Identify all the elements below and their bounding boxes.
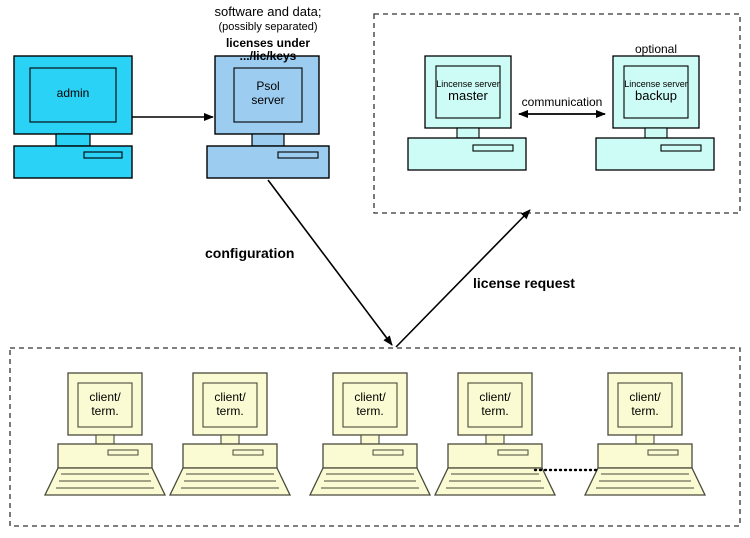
license-server-group-box (373, 13, 741, 214)
node-psol-server-line2: server (251, 92, 285, 107)
node-client-2[interactable] (168, 372, 292, 496)
client-4-line1: client/ (479, 390, 511, 404)
client-2-line1: client/ (214, 390, 246, 404)
edge-label-license-request: license request (473, 275, 575, 291)
edge-psol-to-clients (267, 179, 393, 346)
client-2-line2: term. (216, 403, 244, 418)
node-license-server-master-label: Lincense server master (436, 79, 500, 104)
node-admin-label: admin (56, 86, 90, 100)
node-license-server-backup[interactable] (595, 55, 715, 171)
node-license-server-master-line1: Lincense server (436, 79, 500, 89)
node-client-3-label: client/ term. (354, 390, 386, 419)
node-psol-server-line1: Psol (256, 79, 280, 93)
node-client-4-label: client/ term. (479, 390, 511, 419)
client-1-line2: term. (91, 403, 119, 418)
edge-clients-to-license-servers (395, 209, 531, 348)
node-client-1[interactable] (43, 372, 167, 496)
client-4-line2: term. (481, 403, 509, 418)
edge-label-communication: communication (521, 95, 603, 109)
node-psol-server[interactable] (206, 55, 330, 179)
client-3-line1: client/ (354, 390, 386, 404)
client-5-line2: term. (631, 403, 659, 418)
server-caption-line1: software and data; (214, 4, 322, 19)
node-license-server-backup-line2: backup (635, 88, 677, 104)
node-license-server-master-line2: master (448, 88, 488, 104)
node-client-5-label: client/ term. (629, 390, 661, 419)
node-admin[interactable] (13, 55, 133, 179)
node-license-server-backup-label: Lincense server backup (624, 79, 688, 104)
client-1-line1: client/ (89, 390, 121, 404)
node-client-3[interactable] (308, 372, 432, 496)
node-client-1-label: client/ term. (89, 390, 121, 419)
client-5-line1: client/ (629, 390, 661, 404)
node-license-server-master[interactable] (407, 55, 527, 171)
node-client-4[interactable] (433, 372, 557, 496)
optional-label: optional (634, 42, 678, 56)
node-psol-server-label: Psol server (251, 79, 285, 108)
node-license-server-backup-line1: Lincense server (624, 79, 688, 89)
server-caption-line2: (possibly separated) (218, 21, 318, 33)
server-caption-line3: licenses under (225, 36, 311, 50)
client-3-line2: term. (356, 403, 384, 418)
node-client-5[interactable] (583, 372, 707, 496)
client-group-box (9, 347, 741, 527)
server-caption-line4: .../lic/keys (239, 49, 297, 63)
node-client-2-label: client/ term. (214, 390, 246, 419)
edge-label-configuration: configuration (205, 245, 295, 261)
